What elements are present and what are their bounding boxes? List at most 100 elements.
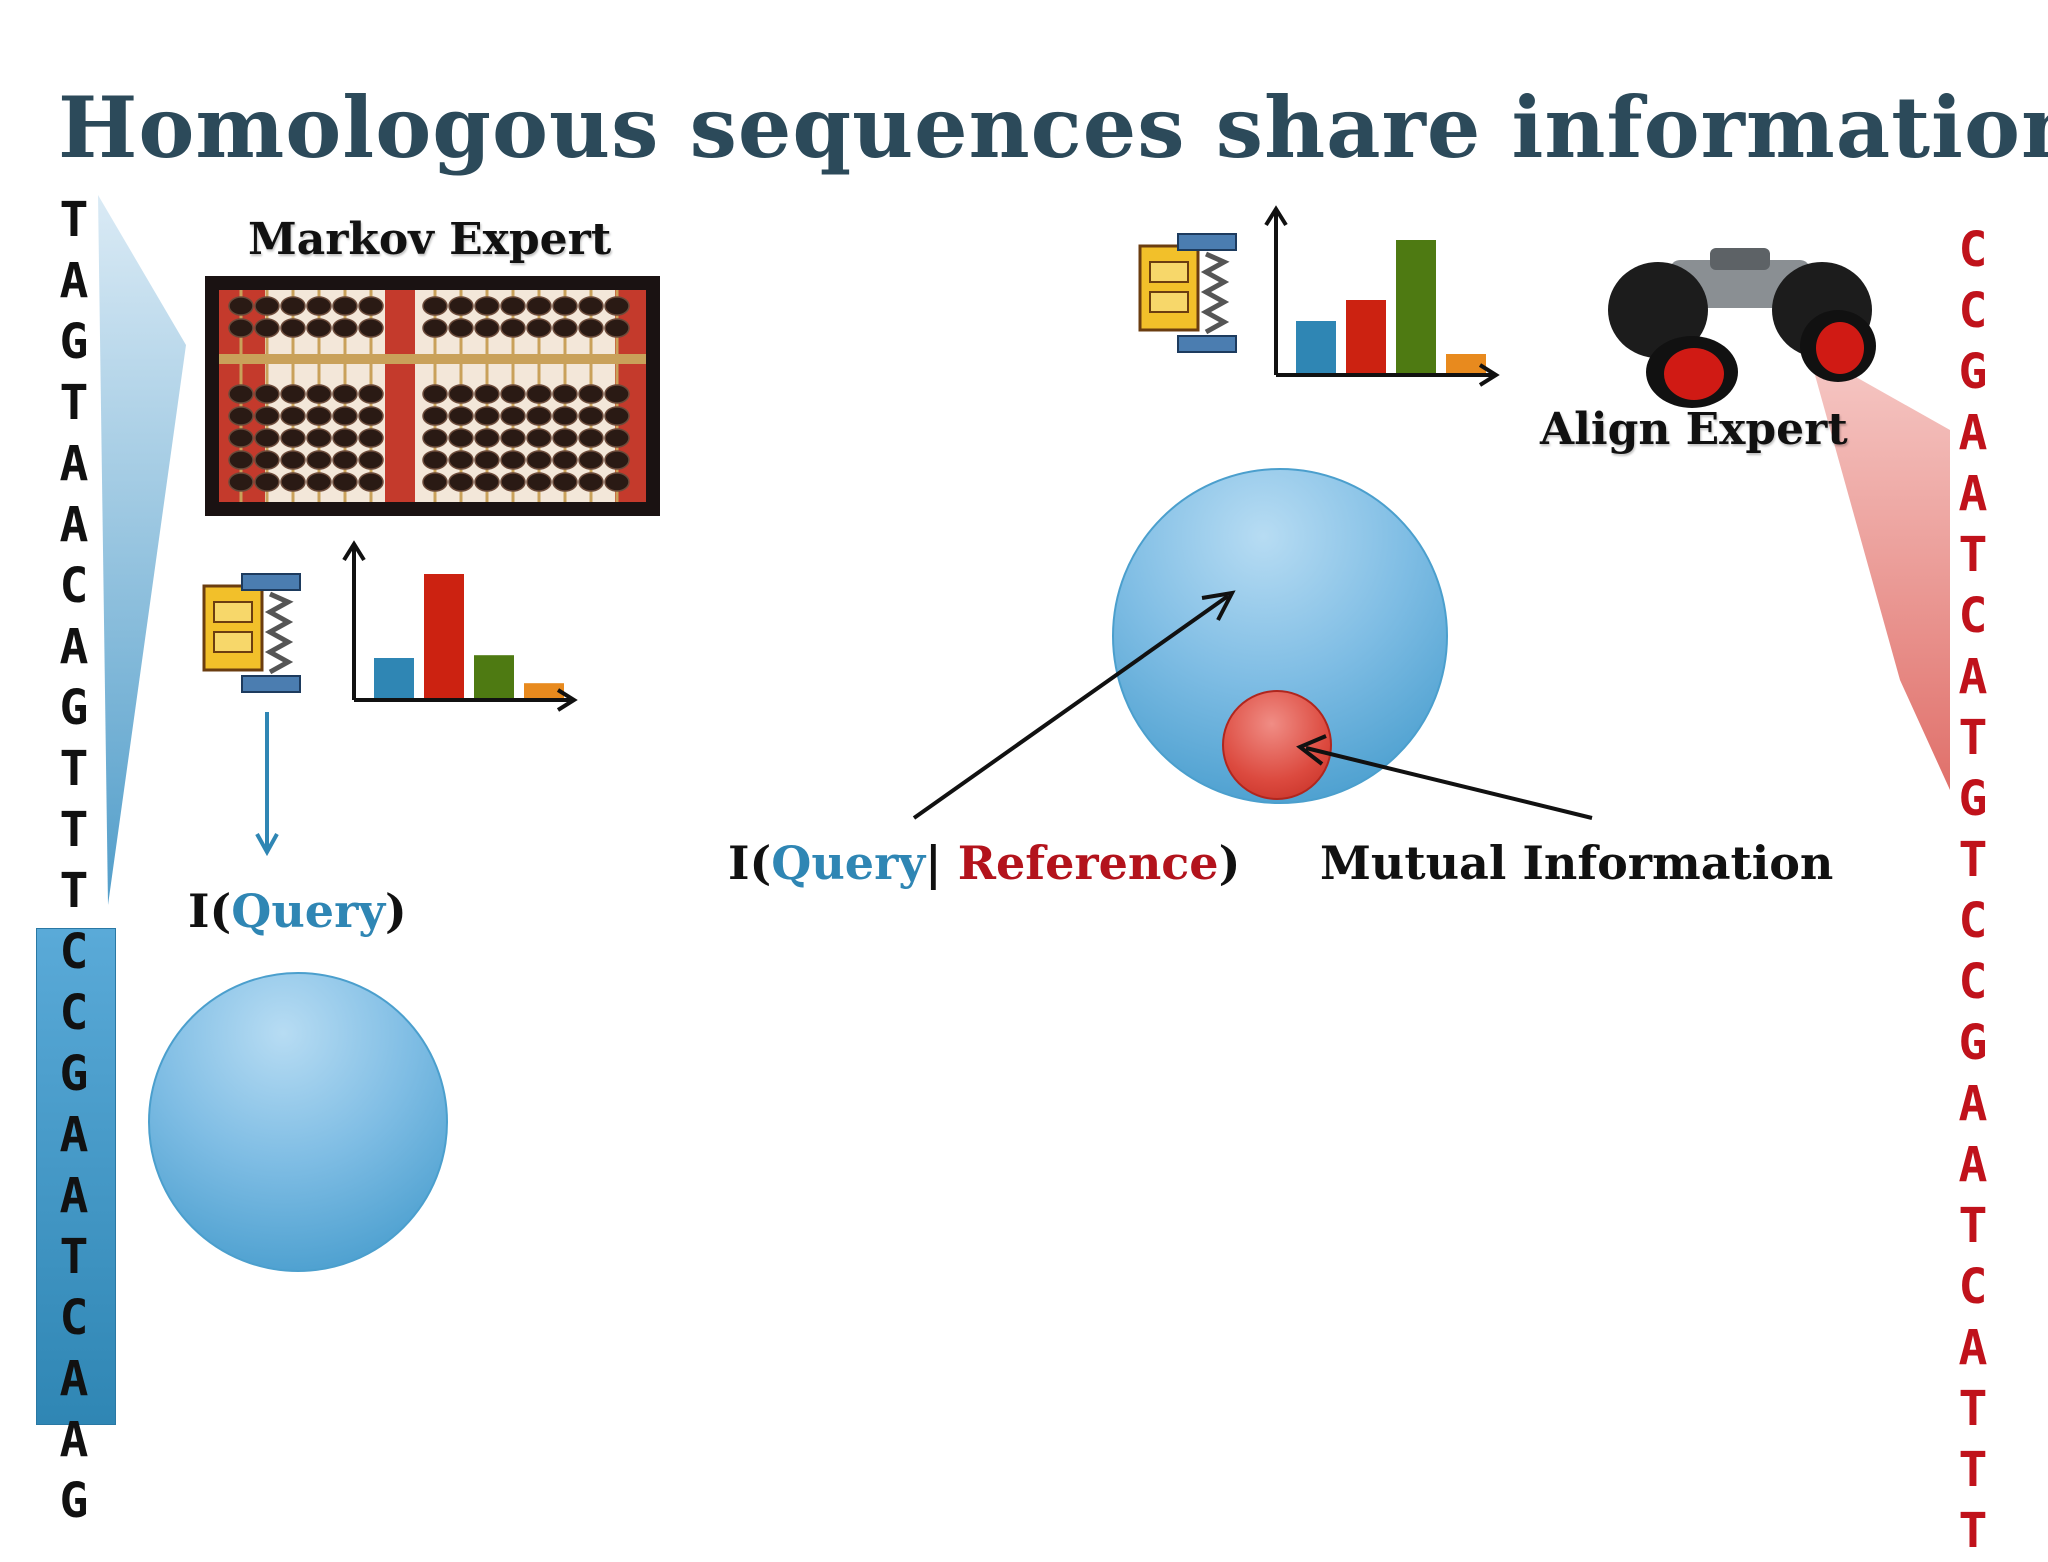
slide-title: Homologous sequences share information xyxy=(58,78,2048,177)
query-letter: A xyxy=(59,619,89,675)
abacus-bead xyxy=(332,428,358,448)
reference-text: Reference xyxy=(957,836,1219,890)
abacus-bead xyxy=(578,450,604,470)
query-letter: G xyxy=(59,680,89,736)
abacus-bead xyxy=(358,428,384,448)
chart-bar xyxy=(424,574,464,700)
abacus-bead xyxy=(500,472,526,492)
abacus-bead xyxy=(552,428,578,448)
y-axis-arrow xyxy=(1264,205,1288,227)
cond-suffix: ) xyxy=(1218,836,1241,890)
abacus-bead xyxy=(280,384,306,404)
query-letter: T xyxy=(59,802,89,858)
abacus-bead xyxy=(280,428,306,448)
reference-letter: T xyxy=(1958,1198,1988,1254)
abacus-bead xyxy=(552,450,578,470)
abacus-bead xyxy=(474,406,500,426)
abacus-bead xyxy=(306,472,332,492)
query-letter: G xyxy=(59,1473,89,1529)
mutual-information-label: Mutual Information xyxy=(1320,836,1834,890)
abacus-bead xyxy=(254,296,280,316)
abacus-bead xyxy=(422,296,448,316)
abacus-bead xyxy=(578,428,604,448)
abacus-bead xyxy=(254,450,280,470)
abacus-bead xyxy=(228,406,254,426)
mutual-information-circle xyxy=(1222,690,1332,800)
abacus-bead xyxy=(500,406,526,426)
abacus-bead xyxy=(526,318,552,338)
binoculars-icon xyxy=(1608,248,1876,408)
query-letter: G xyxy=(59,314,89,370)
abacus-bead xyxy=(280,450,306,470)
abacus-bead xyxy=(474,384,500,404)
down-arrow xyxy=(255,712,279,857)
query-letter: A xyxy=(59,1351,89,1407)
reference-letter: C xyxy=(1958,954,1988,1010)
query-letter: T xyxy=(59,375,89,431)
abacus-bead xyxy=(254,384,280,404)
abacus-bead xyxy=(358,450,384,470)
left-wedge xyxy=(98,195,186,905)
abacus-bead xyxy=(332,296,358,316)
abacus-bead xyxy=(526,296,552,316)
abacus-bead xyxy=(448,384,474,404)
query-text: Query xyxy=(231,884,386,938)
abacus-bead xyxy=(228,428,254,448)
abacus-bead xyxy=(526,406,552,426)
x-axis-arrow xyxy=(1478,363,1500,387)
abacus-bead xyxy=(604,296,630,316)
reference-letter: T xyxy=(1958,1381,1988,1437)
abacus-bead xyxy=(604,406,630,426)
abacus-bead xyxy=(280,472,306,492)
right-wedge xyxy=(1808,350,1950,790)
abacus-bead xyxy=(604,472,630,492)
query-information-circle xyxy=(148,972,448,1272)
chart-bar xyxy=(1396,240,1436,375)
query-letter: A xyxy=(59,1168,89,1224)
abacus-bead xyxy=(448,428,474,448)
reference-letter: C xyxy=(1958,222,1988,278)
abacus-bead xyxy=(474,296,500,316)
abacus-bead xyxy=(526,428,552,448)
reference-letter: G xyxy=(1958,1015,1988,1071)
abacus-bead xyxy=(448,472,474,492)
reference-letter: T xyxy=(1958,832,1988,888)
reference-letter: A xyxy=(1958,466,1988,522)
info-suffix: ) xyxy=(385,884,407,938)
reference-letter: T xyxy=(1958,527,1988,583)
query-letter: C xyxy=(59,985,89,1041)
chart-bar xyxy=(524,683,564,700)
abacus-bead xyxy=(604,428,630,448)
abacus-bead xyxy=(422,450,448,470)
abacus-bead xyxy=(552,384,578,404)
chart-bar xyxy=(1446,354,1486,375)
abacus-bead xyxy=(280,318,306,338)
chart-bar xyxy=(1346,300,1386,375)
abacus-bead xyxy=(306,450,332,470)
abacus-bead xyxy=(604,318,630,338)
y-axis-arrow xyxy=(342,540,366,562)
abacus-bead xyxy=(254,472,280,492)
abacus-bead xyxy=(306,384,332,404)
query-highlight-box xyxy=(36,928,116,1425)
query-letter: T xyxy=(59,192,89,248)
abacus-bead xyxy=(358,406,384,426)
abacus-bead xyxy=(474,428,500,448)
query-letter: C xyxy=(59,1290,89,1346)
markov-expert-label: Markov Expert xyxy=(248,214,612,265)
abacus-bead xyxy=(254,318,280,338)
abacus-bead xyxy=(422,384,448,404)
query-letter: T xyxy=(59,863,89,919)
abacus-bead xyxy=(422,406,448,426)
abacus-bead xyxy=(578,318,604,338)
abacus-bead xyxy=(448,450,474,470)
abacus-bead xyxy=(306,318,332,338)
abacus-bead xyxy=(422,472,448,492)
abacus-bead xyxy=(332,406,358,426)
abacus-bead xyxy=(280,406,306,426)
reference-letter: A xyxy=(1958,1137,1988,1193)
reference-letter: A xyxy=(1958,1076,1988,1132)
abacus-bead xyxy=(306,296,332,316)
